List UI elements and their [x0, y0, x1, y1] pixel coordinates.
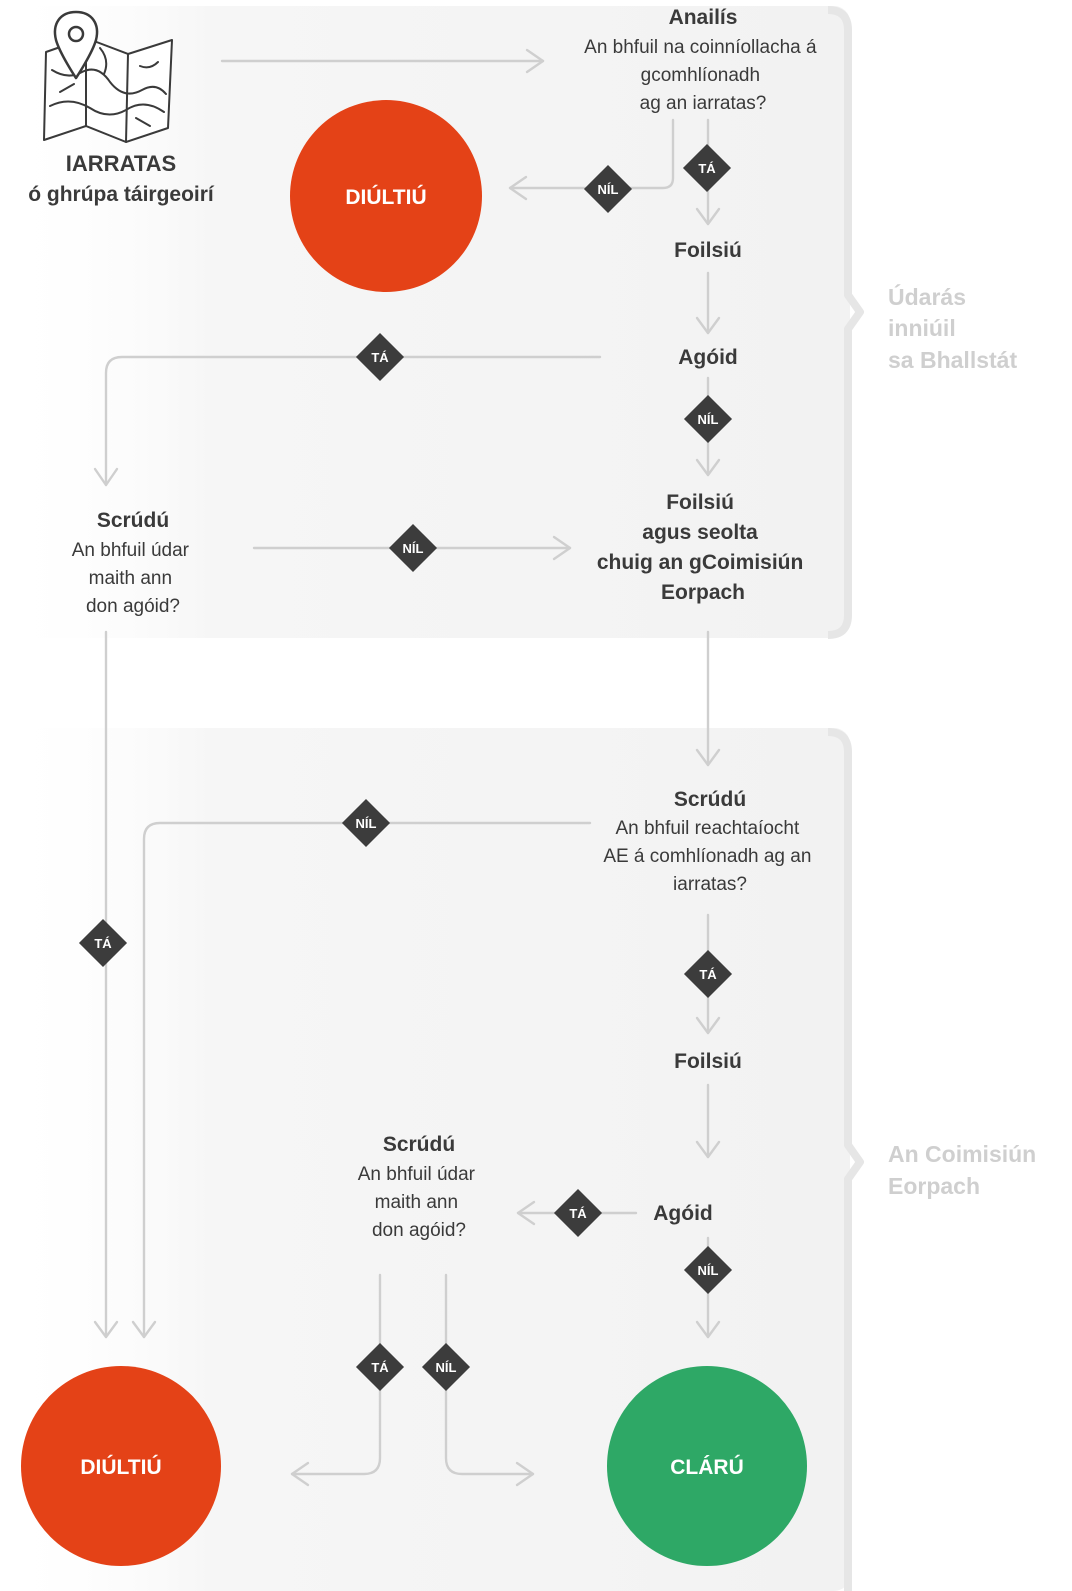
review-1-question: An bhfuil údar maith ann don agóid?	[72, 540, 195, 617]
analysis-title: Anailís	[669, 6, 738, 29]
arrowhead-down	[695, 1320, 721, 1339]
svg-text:NÍL: NÍL	[356, 816, 377, 831]
band-commission-bracket	[827, 728, 864, 1591]
connector-review3-register	[444, 1273, 535, 1476]
arrowhead-down	[93, 1320, 119, 1339]
arrowhead-left	[290, 1461, 310, 1487]
arrowhead-left	[508, 175, 528, 201]
decision-yes-analysis: TÁ	[682, 143, 732, 193]
band-member-state-bracket	[827, 6, 864, 639]
arrowhead-down	[695, 1016, 721, 1035]
review-2-question: An bhfuil reachtaíocht AE á comhlíonadh …	[603, 818, 816, 895]
arrowhead-down	[695, 748, 721, 767]
register-label: CLÁRÚ	[670, 1455, 744, 1479]
band-member-state-background	[0, 6, 850, 638]
decision-no-review-1: NÍL	[388, 523, 438, 573]
arrowhead-right	[525, 48, 545, 74]
connector-analysis-reject	[508, 118, 675, 190]
svg-text:TÁ: TÁ	[569, 1206, 587, 1221]
decision-no-review-2: NÍL	[341, 798, 391, 848]
reject-label-bottom: DIÚLTIÚ	[80, 1455, 161, 1479]
svg-text:TÁ: TÁ	[94, 936, 112, 951]
arrowhead-down	[93, 467, 119, 487]
band-commission	[0, 728, 864, 1591]
connector-review2-reject	[142, 821, 592, 1339]
decision-yes-review-1: TÁ	[78, 918, 128, 968]
connector-objection-review1	[104, 355, 602, 487]
svg-text:NÍL: NÍL	[436, 1360, 457, 1375]
decision-no-objection-1: NÍL	[683, 394, 733, 444]
arrowhead-down	[695, 316, 721, 335]
analysis-question: An bhfuil na coinníollacha á gcomhlíonad…	[584, 37, 822, 114]
band-commission-background	[0, 728, 850, 1591]
register-circle	[607, 1366, 807, 1566]
band-member-state	[0, 6, 864, 639]
svg-text:TÁ: TÁ	[698, 161, 716, 176]
review-2-title: Scrúdú	[674, 788, 746, 811]
svg-text:TÁ: TÁ	[699, 967, 717, 982]
review-3-question: An bhfuil údar maith ann don agóid?	[358, 1164, 481, 1241]
map-with-location-pin-icon	[43, 10, 173, 143]
reject-circle-top	[290, 100, 482, 292]
svg-text:TÁ: TÁ	[371, 350, 389, 365]
objection-1: Agóid	[678, 346, 737, 369]
publication-2: Foilsiú	[674, 1050, 742, 1073]
publication-1: Foilsiú	[674, 239, 742, 262]
decision-yes-objection-1: TÁ	[355, 332, 405, 382]
arrowhead-down	[695, 207, 721, 226]
svg-text:NÍL: NÍL	[598, 182, 619, 197]
arrowhead-left	[516, 1200, 536, 1226]
arrowhead-down	[695, 1140, 721, 1159]
band-member-state-label: Údarás inniúil sa Bhallstát	[888, 283, 1017, 373]
connector-review3-reject	[290, 1273, 382, 1476]
svg-text:NÍL: NÍL	[698, 1263, 719, 1278]
arrowhead-right	[515, 1461, 535, 1487]
application-subtitle: ó ghrúpa táirgeoirí	[28, 183, 215, 206]
decision-yes-review-2: TÁ	[683, 949, 733, 999]
svg-text:NÍL: NÍL	[403, 541, 424, 556]
arrowhead-down	[131, 1320, 157, 1339]
decision-no-analysis: NÍL	[583, 164, 633, 214]
review-3-title: Scrúdú	[383, 1133, 455, 1156]
svg-text:TÁ: TÁ	[371, 1360, 389, 1375]
reject-circle-bottom	[21, 1366, 221, 1566]
band-commission-label: An Coimisiún Eorpach	[888, 1141, 1043, 1199]
svg-text:NÍL: NÍL	[698, 412, 719, 427]
objection-2: Agóid	[653, 1202, 712, 1225]
arrowhead-down	[695, 458, 721, 477]
arrowhead-right	[552, 535, 572, 561]
publish-and-send: Foilsiú agus seolta chuig an gCoimisiún …	[597, 491, 809, 604]
review-1-title: Scrúdú	[97, 509, 169, 532]
application-title: IARRATAS	[66, 151, 176, 176]
reject-label-top: DIÚLTIÚ	[345, 185, 426, 209]
